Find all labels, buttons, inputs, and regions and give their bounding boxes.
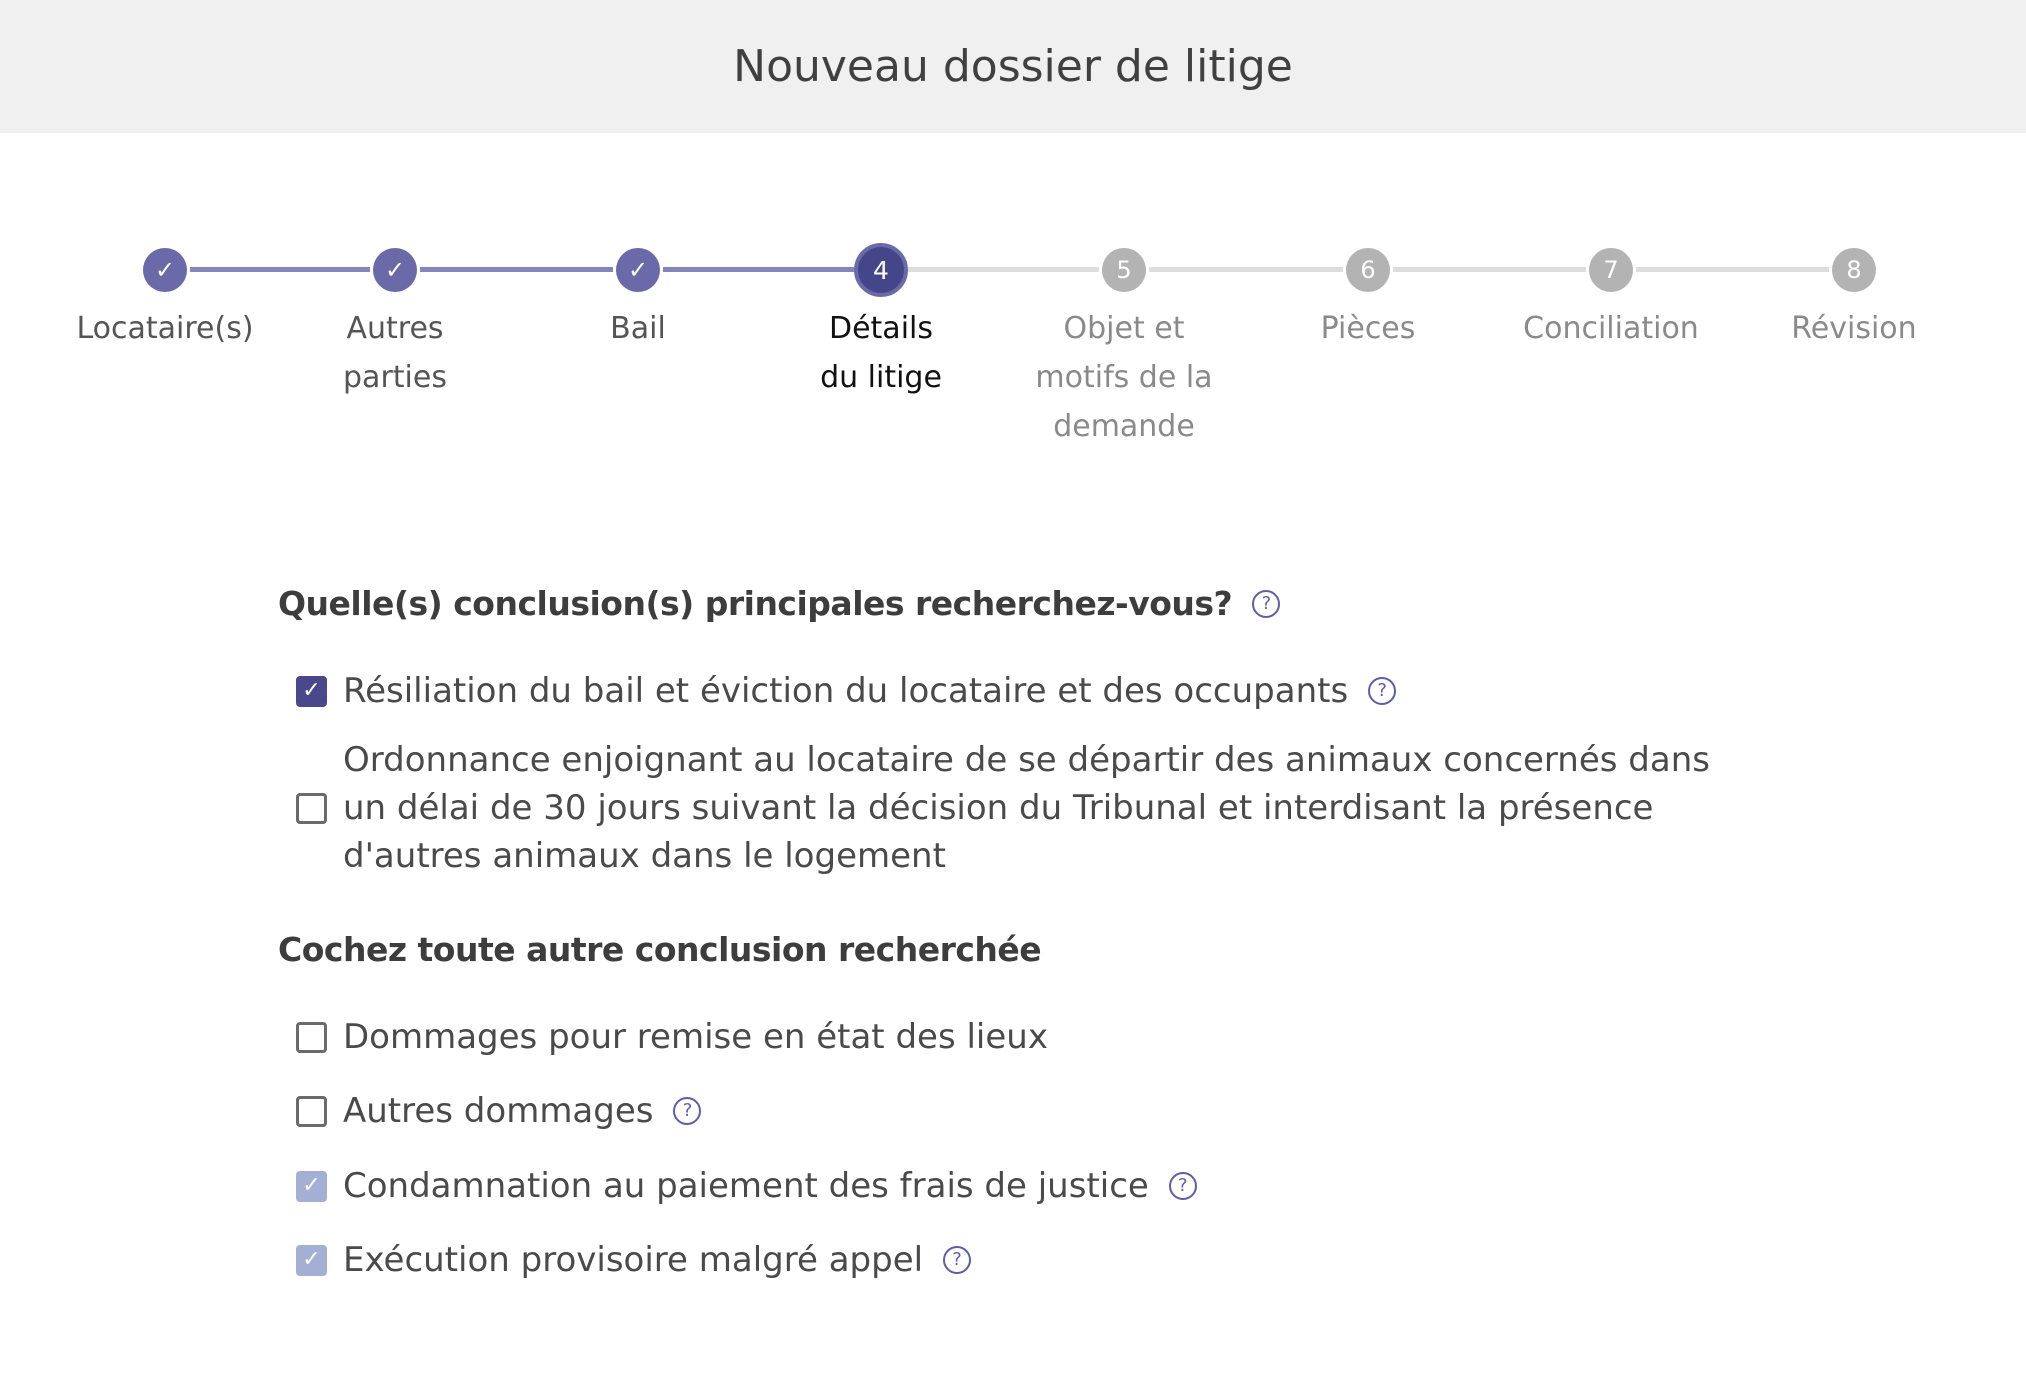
option-dommages-remise[interactable]: Dommages pour remise en état des lieux — [278, 1013, 1778, 1061]
step-connector — [663, 267, 854, 272]
check-icon: ✓ — [616, 248, 660, 292]
help-icon[interactable]: ? — [1368, 677, 1397, 705]
page-title: Nouveau dossier de litige — [733, 41, 1293, 92]
check-icon: ✓ — [143, 248, 187, 292]
step-bail[interactable]: ✓ Bail — [528, 248, 748, 353]
step-conciliation[interactable]: 7 Conciliation — [1501, 248, 1721, 353]
option-execution-provisoire: ✓ Exécution provisoire malgré appel? — [278, 1236, 1778, 1284]
step-pieces[interactable]: 6 Pièces — [1258, 248, 1478, 353]
option-label: Condamnation au paiement des frais de ju… — [343, 1166, 1149, 1206]
help-icon[interactable]: ? — [1252, 589, 1281, 618]
section-heading: Cochez toute autre conclusion recherchée — [278, 930, 1042, 969]
step-details-litige[interactable]: 4 Détails du litige — [806, 243, 956, 402]
option-label: Dommages pour remise en état des lieux — [343, 1017, 1048, 1057]
option-label: Ordonnance enjoignant au locataire de se… — [343, 740, 1710, 876]
option-frais-justice: ✓ Condamnation au paiement des frais de j… — [278, 1162, 1778, 1210]
option-resiliation[interactable]: ✓ Résiliation du bail et éviction du loca… — [278, 667, 1778, 715]
step-connector — [908, 267, 1099, 272]
step-number: 5 — [1102, 248, 1146, 292]
step-label: Détails du litige — [820, 311, 942, 395]
step-locataires[interactable]: ✓ Locataire(s) — [55, 248, 275, 353]
step-label: Conciliation — [1523, 311, 1699, 346]
main-conclusions-section: Quelle(s) conclusion(s) principales rech… — [278, 584, 1778, 623]
step-label: Objet et motifs de la demande — [1035, 311, 1213, 444]
checkbox-checked-disabled: ✓ — [296, 1170, 327, 1202]
step-connector — [1393, 267, 1586, 272]
step-autres-parties[interactable]: ✓ Autres parties — [325, 248, 465, 402]
step-number: 7 — [1589, 248, 1633, 292]
step-label: Autres parties — [343, 311, 447, 395]
step-number: 4 — [854, 243, 908, 297]
checkbox[interactable] — [296, 1021, 327, 1053]
step-number: 6 — [1346, 248, 1390, 292]
step-objet-motifs[interactable]: 5 Objet et motifs de la demande — [1024, 248, 1224, 451]
option-label: Résiliation du bail et éviction du locat… — [343, 671, 1349, 711]
checkbox[interactable] — [296, 792, 327, 824]
option-label: Exécution provisoire malgré appel — [343, 1240, 924, 1280]
other-conclusions-section: Cochez toute autre conclusion recherchée — [278, 930, 1778, 969]
page-header: Nouveau dossier de litige — [0, 0, 2026, 133]
step-label: Révision — [1791, 311, 1917, 346]
checkbox-checked-disabled: ✓ — [296, 1244, 327, 1276]
step-connector — [190, 267, 370, 272]
help-icon[interactable]: ? — [673, 1097, 702, 1125]
step-label: Pièces — [1320, 311, 1416, 346]
option-ordonnance[interactable]: Ordonnance enjoignant au locataire de se… — [278, 736, 1778, 880]
option-label: Autres dommages — [343, 1091, 654, 1131]
step-connector — [420, 267, 613, 272]
section-heading: Quelle(s) conclusion(s) principales rech… — [278, 584, 1233, 623]
step-label: Bail — [610, 311, 666, 346]
option-autres-dommages[interactable]: Autres dommages? — [278, 1087, 1778, 1135]
step-connector — [1149, 267, 1343, 272]
checkbox-checked[interactable]: ✓ — [296, 675, 327, 707]
checkbox[interactable] — [296, 1095, 327, 1127]
help-icon[interactable]: ? — [1168, 1172, 1197, 1200]
step-revision[interactable]: 8 Révision — [1744, 248, 1964, 353]
step-label: Locataire(s) — [76, 311, 254, 346]
help-icon[interactable]: ? — [943, 1246, 972, 1274]
step-connector — [1636, 267, 1829, 272]
step-number: 8 — [1832, 248, 1876, 292]
check-icon: ✓ — [373, 248, 417, 292]
